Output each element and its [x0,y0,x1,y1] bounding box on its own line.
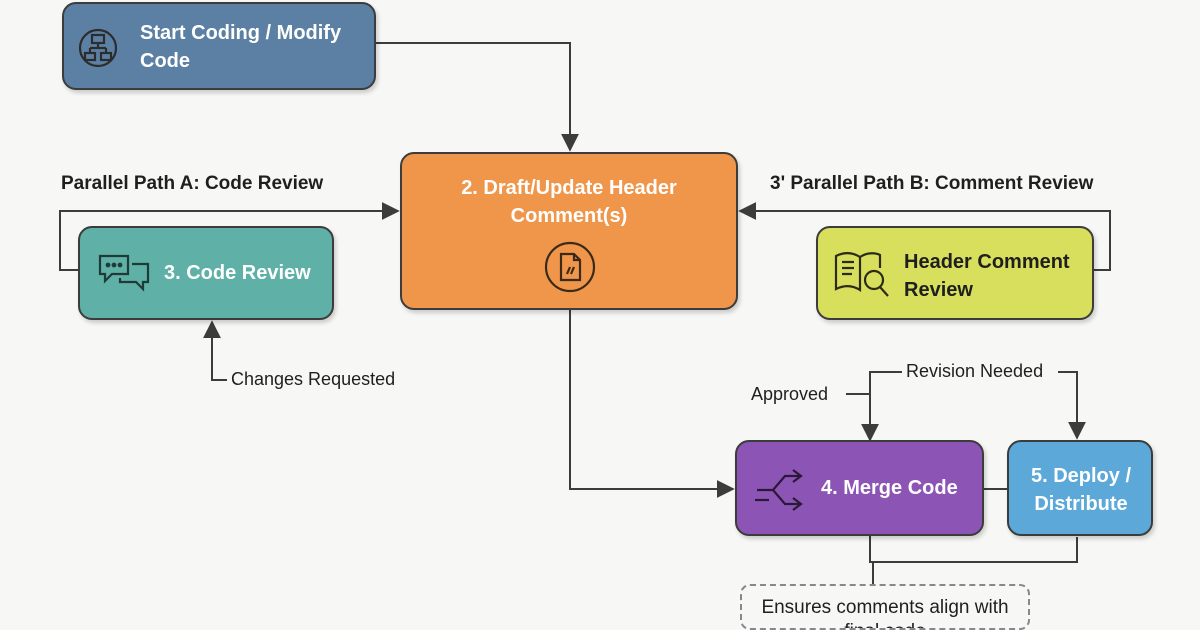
label-path-b: 3' Parallel Path B: Comment Review [770,173,1094,194]
book-search-icon [834,252,889,297]
node-deploy-label: 5. Deploy / Distribute [1030,465,1132,515]
arrow-revision-needed [869,371,1077,438]
note-ensures-alignment: Ensures comments align with final code [740,584,1030,630]
flowchart-icon [78,28,118,68]
node-header-comment-review: Header Comment Review [816,226,1094,320]
arrow-headerreview-to-draft [738,202,1111,271]
arrow-start-to-draft [376,42,579,152]
node-merge-code: 4. Merge Code [735,440,984,536]
node-header-review-label: Header Comment Review [904,251,1070,301]
merge-arrows-icon [755,469,803,511]
arrow-codereview-to-draft [59,202,400,271]
node-draft-label: 2. Draft/Update Header Comment(s) [461,177,677,227]
chat-bubbles-icon [98,254,150,292]
document-edit-icon [544,241,596,293]
arrow-approved [846,393,879,442]
arrow-draft-to-merge [569,310,735,498]
bracket-merge-deploy [869,536,1078,563]
node-start-coding: Start Coding / Modify Code [62,2,376,90]
arrow-changes-requested [203,320,227,381]
node-code-review-label: 3. Code Review [164,262,311,284]
note-text: Ensures comments align with final code [761,597,1009,628]
node-start-label: Start Coding / Modify Code [140,22,342,72]
label-approved: Approved [751,384,829,404]
node-merge-label: 4. Merge Code [821,477,958,499]
label-revision-needed: Revision Needed [906,361,1044,381]
node-code-review: 3. Code Review [78,226,334,320]
label-path-a: Parallel Path A: Code Review [61,173,324,194]
node-deploy: 5. Deploy / Distribute [1007,440,1153,536]
label-changes-requested: Changes Requested [231,369,396,389]
node-draft-header: 2. Draft/Update Header Comment(s) [400,152,738,310]
